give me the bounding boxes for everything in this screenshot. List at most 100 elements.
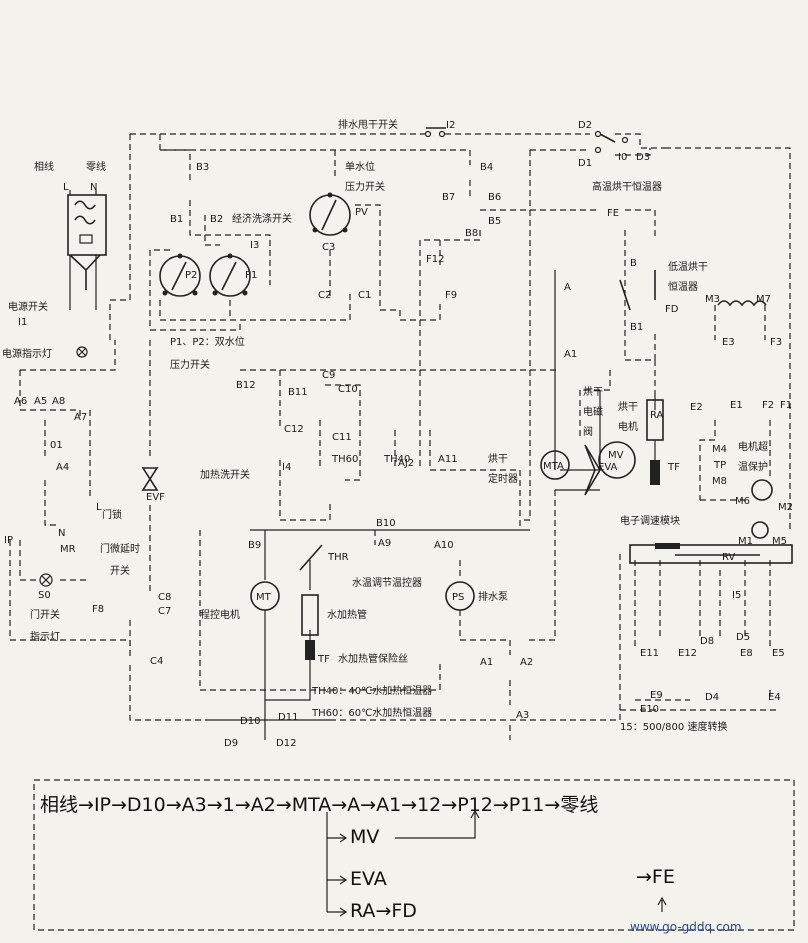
svg-text:E11: E11 [640,648,659,659]
eva-valve-icon [584,444,601,496]
i2-contact [424,127,446,138]
svg-text:B2: B2 [210,214,223,225]
svg-text:B4: B4 [480,162,493,173]
pressure-switch-p1 [209,253,251,297]
svg-text:排水甩干开关: 排水甩干开关 [338,118,398,131]
svg-text:D11: D11 [278,712,298,723]
svg-text:RA: RA [650,410,664,421]
svg-text:B12: B12 [236,380,256,391]
svg-text:E12: E12 [678,648,697,659]
svg-text:D3: D3 [636,152,650,163]
svg-text:M3: M3 [705,294,720,305]
mta-timer-motor-icon [540,450,570,480]
svg-text:定时器: 定时器 [488,472,518,485]
svg-text:B5: B5 [488,216,501,227]
svg-text:E10: E10 [640,704,659,715]
svg-text:压力开关: 压力开关 [345,180,385,193]
svg-text:电源指示灯: 电源指示灯 [2,347,52,360]
ra-heater-resistor [646,399,664,485]
svg-text:AJ2: AJ2 [398,458,414,469]
svg-text:B3: B3 [196,162,209,173]
path-step: MTA [291,794,332,816]
svg-text:F8: F8 [92,604,104,615]
svg-text:D4: D4 [705,692,719,703]
svg-text:D12: D12 [276,738,296,749]
svg-text:M7: M7 [756,294,771,305]
svg-text:C7: C7 [158,606,171,617]
water-heater-resistor [301,594,319,660]
svg-text:D1: D1 [578,158,592,169]
path-step: 1 [222,794,235,816]
main-motor-icon [751,479,773,501]
svg-text:B9: B9 [248,540,261,551]
svg-text:单水位: 单水位 [345,160,375,173]
svg-text:电磁: 电磁 [583,405,603,418]
svg-text:E5: E5 [772,648,785,659]
svg-text:F1: F1 [780,400,792,411]
svg-text:门开关: 门开关 [30,608,60,621]
svg-text:排水泵: 排水泵 [478,590,508,603]
svg-text:M2: M2 [778,502,793,513]
svg-text:C2: C2 [318,290,331,301]
svg-text:温保护: 温保护 [738,460,768,473]
power-lamp-icon [76,346,88,358]
svg-text:B10: B10 [376,518,396,529]
svg-text:压力开关: 压力开关 [170,358,210,371]
svg-text:B6: B6 [488,192,501,203]
svg-text:水加热管保险丝: 水加热管保险丝 [338,652,408,665]
svg-text:A2: A2 [520,657,533,668]
speed-module [629,543,793,564]
svg-text:B1: B1 [630,322,643,333]
svg-text:A1: A1 [480,657,493,668]
branch-ra-fd: RA→FD [350,900,417,922]
svg-text:I1: I1 [18,317,27,328]
svg-text:P2: P2 [185,270,197,281]
svg-text:指示灯: 指示灯 [30,630,60,643]
svg-text:A6: A6 [14,396,27,407]
svg-text:EVA: EVA [598,462,618,473]
svg-text:FE: FE [607,208,619,219]
svg-text:I5: I5 [732,590,741,601]
motor-coil [717,300,767,307]
svg-text:C11: C11 [332,432,352,443]
svg-text:B: B [630,258,637,269]
door-lamp-icon [39,573,53,587]
svg-text:M6: M6 [735,496,750,507]
current-path-box [33,779,795,931]
tacho-icon [751,521,769,539]
svg-text:FD: FD [665,304,679,315]
svg-text:开关: 开关 [110,564,130,577]
svg-text:TF: TF [317,654,330,665]
svg-text:MR: MR [60,544,76,555]
svg-text:门锁: 门锁 [102,508,122,521]
svg-text:RV: RV [722,552,735,563]
svg-text:D10: D10 [240,716,260,727]
svg-text:烘干: 烘干 [618,401,638,413]
svg-text:A4: A4 [56,462,69,473]
svg-text:C12: C12 [284,424,304,435]
svg-text:M4: M4 [712,444,727,455]
label-phase: 相线 [34,160,54,173]
svg-text:A11: A11 [438,454,458,465]
power-switch-symbol [67,190,107,310]
svg-text:TF: TF [667,462,680,473]
svg-text:水加热管: 水加热管 [327,608,367,621]
drain-pump-icon [445,581,475,611]
svg-text:F3: F3 [770,337,782,348]
svg-text:C4: C4 [150,656,163,667]
svg-text:C10: C10 [338,384,358,395]
evf-valve-icon [141,467,159,491]
svg-text:C8: C8 [158,592,171,603]
svg-text:加热洗开关: 加热洗开关 [200,468,250,481]
path-step: P11 [508,794,545,816]
svg-text:B8: B8 [465,228,478,239]
mv-motor-icon [598,441,636,479]
svg-text:E9: E9 [650,690,663,701]
branch-fe-label: FE [651,866,675,888]
svg-text:门微延时: 门微延时 [100,542,140,555]
svg-text:N: N [90,182,97,193]
svg-text:E4: E4 [768,692,781,703]
svg-text:水温调节温控器: 水温调节温控器 [352,576,422,589]
branch-fe: →FE [636,866,675,888]
svg-text:C9: C9 [322,370,335,381]
